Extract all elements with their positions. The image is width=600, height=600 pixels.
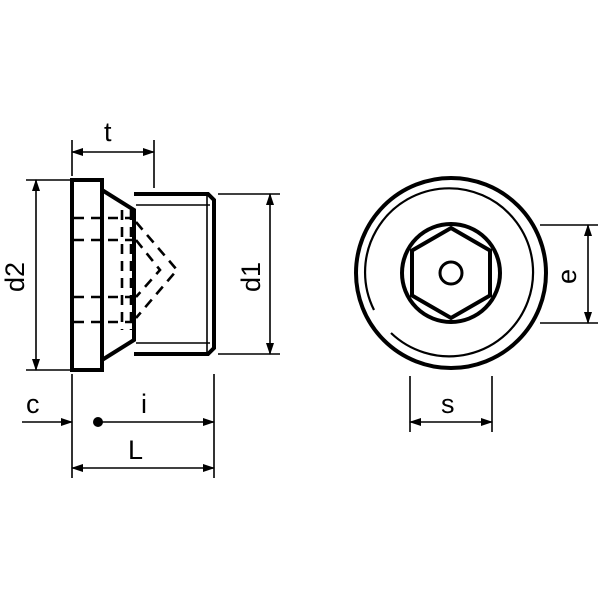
plug-head-outline [70, 178, 104, 372]
front-view: s e [354, 176, 598, 432]
plug-neck-outline [100, 188, 136, 362]
hidden-socket-cone-inner [134, 239, 162, 298]
socket-bore-circle [400, 222, 502, 324]
d1-label: d1 [236, 262, 266, 292]
thread-arc [363, 187, 535, 358]
i-label: i [141, 389, 147, 419]
hidden-socket-cone [135, 221, 179, 319]
t-label: t [104, 117, 112, 147]
s-label: s [441, 389, 455, 419]
hex-socket [410, 225, 492, 321]
e-label: e [552, 269, 582, 284]
centre-hole [438, 260, 464, 286]
i-origin-dot [93, 417, 103, 427]
side-view: t d2 d1 c i L [0, 117, 280, 478]
L-label: L [128, 435, 143, 465]
plug-thread-body-outline [134, 192, 216, 356]
head-outer-circle [354, 176, 548, 370]
c-label: c [26, 389, 40, 419]
d2-label: d2 [0, 262, 30, 292]
